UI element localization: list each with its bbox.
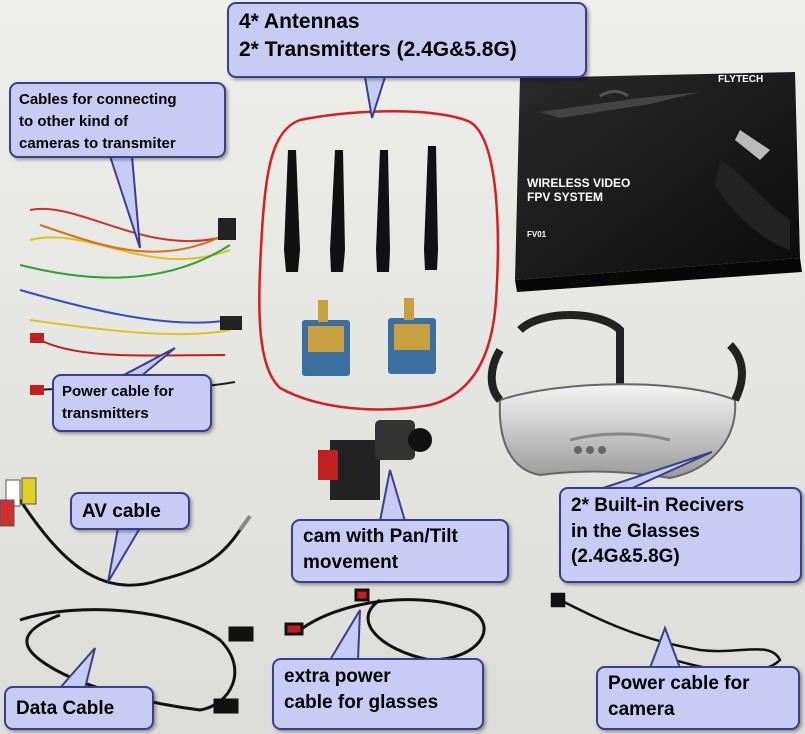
callout-line: 4* Antennas [239, 10, 360, 33]
callout-line: cam with Pan/Tilt [303, 526, 458, 547]
callout-line: AV cable [82, 501, 161, 522]
callout-line: transmitters [62, 404, 149, 422]
product-box [515, 72, 802, 292]
transmitters [302, 298, 436, 376]
callout-antennas-transmitters: 4* Antennas 2* Transmitters (2.4G&5.8G) [227, 2, 587, 78]
callout-line: cable for glasses [284, 691, 439, 713]
box-brand: FLYTECH [718, 74, 764, 85]
callout-line: in the Glasses [571, 520, 700, 542]
callout-camera-power-cable: Power cable for camera [596, 666, 800, 730]
callout-line: Power cable for [608, 673, 750, 694]
video-glasses [487, 311, 746, 480]
antennas [284, 146, 438, 272]
box-model: FV01 [527, 230, 547, 239]
callout-line: 2* Built-in Recivers [571, 495, 745, 516]
box-title-line2: FPV SYSTEM [527, 190, 604, 204]
highlight-outline [258, 110, 500, 411]
box-title-line1: WIRELESS VIDEO [527, 176, 631, 190]
callout-data-cable: Data Cable [4, 686, 154, 730]
callout-line: extra power [284, 666, 391, 687]
pan-tilt-camera [318, 420, 432, 500]
av-cable [0, 477, 252, 587]
data-cable [19, 608, 254, 714]
callout-connection-cables: Cables for connecting to other kind of c… [9, 82, 226, 158]
callout-line: Power cable for [62, 383, 174, 400]
callout-built-in-receivers: 2* Built-in Recivers in the Glasses (2.4… [559, 487, 802, 583]
callout-line: 2* Transmitters (2.4G&5.8G) [239, 38, 517, 62]
callout-line: (2.4G&5.8G) [571, 546, 680, 568]
callout-line: camera [608, 698, 675, 720]
callout-pan-tilt-camera: cam with Pan/Tilt movement [291, 519, 509, 583]
callout-line: to other kind of [19, 112, 129, 130]
callout-line: Data Cable [16, 698, 115, 719]
glasses-extra-power-cable [284, 588, 486, 662]
callout-extra-power-cable: extra power cable for glasses [272, 658, 484, 730]
callout-line: movement [303, 551, 399, 573]
callout-line: Cables for connecting [19, 91, 177, 108]
callout-av-cable: AV cable [70, 492, 190, 530]
callout-transmitter-power-cable: Power cable for transmitters [52, 374, 212, 432]
callout-line: cameras to transmiter [19, 134, 176, 152]
camera-connection-cables [19, 207, 242, 336]
